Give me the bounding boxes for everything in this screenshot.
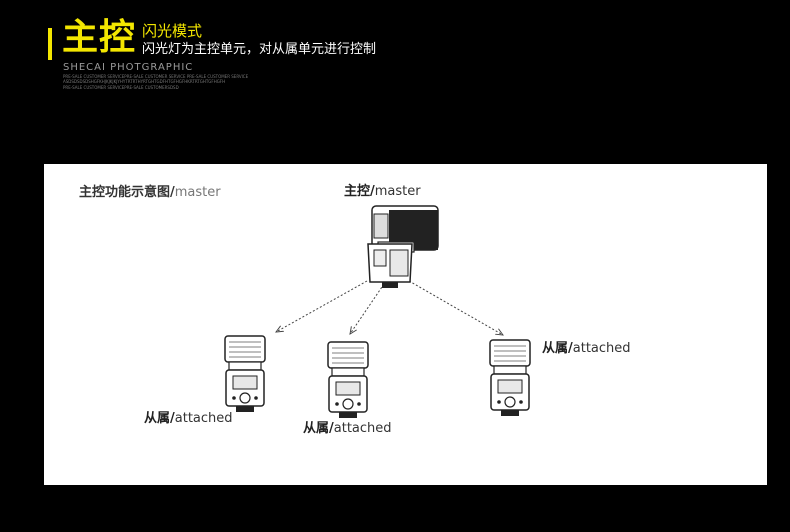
diagram-title: 主控功能示意图/master: [79, 185, 221, 200]
accent-bar: [48, 28, 52, 60]
slave-label: 从属/attached: [144, 411, 233, 426]
slave-flash-icon: [327, 341, 369, 419]
slave-label: 从属/attached: [303, 421, 392, 436]
master-label: 主控/master: [344, 184, 421, 199]
diagram-panel: 主控功能示意图/master 主控/master 从属/attached 从属/…: [44, 164, 767, 485]
slave-flash-icon: [489, 339, 531, 417]
fine-print-line: PRE-SALE CUSTOMER SERVICEPRE-SALE CUSTOM…: [63, 74, 249, 79]
slave-flash-icon: [224, 335, 266, 413]
mode-subtitle: 闪光模式: [142, 22, 203, 40]
slave-label: 从属/attached: [542, 341, 631, 356]
flash-diagram: [224, 205, 531, 419]
dotted-arrow-icon: [276, 280, 503, 335]
fine-print-line: PRE-SALE CUSTOMER SERVICEPRE-SALE CUSTOM…: [63, 85, 179, 90]
fine-print-line: ASDSDSDSDSHGFKHJKJKJKJYHYTRTRTHYRTGHTGDF…: [63, 79, 226, 84]
brand-name: SHECAI PHOTGRAPHIC: [63, 62, 194, 73]
mode-description: 闪光灯为主控单元，对从属单元进行控制: [142, 42, 377, 57]
master-flash-icon: [367, 205, 439, 288]
page-title: 主控: [62, 17, 137, 58]
